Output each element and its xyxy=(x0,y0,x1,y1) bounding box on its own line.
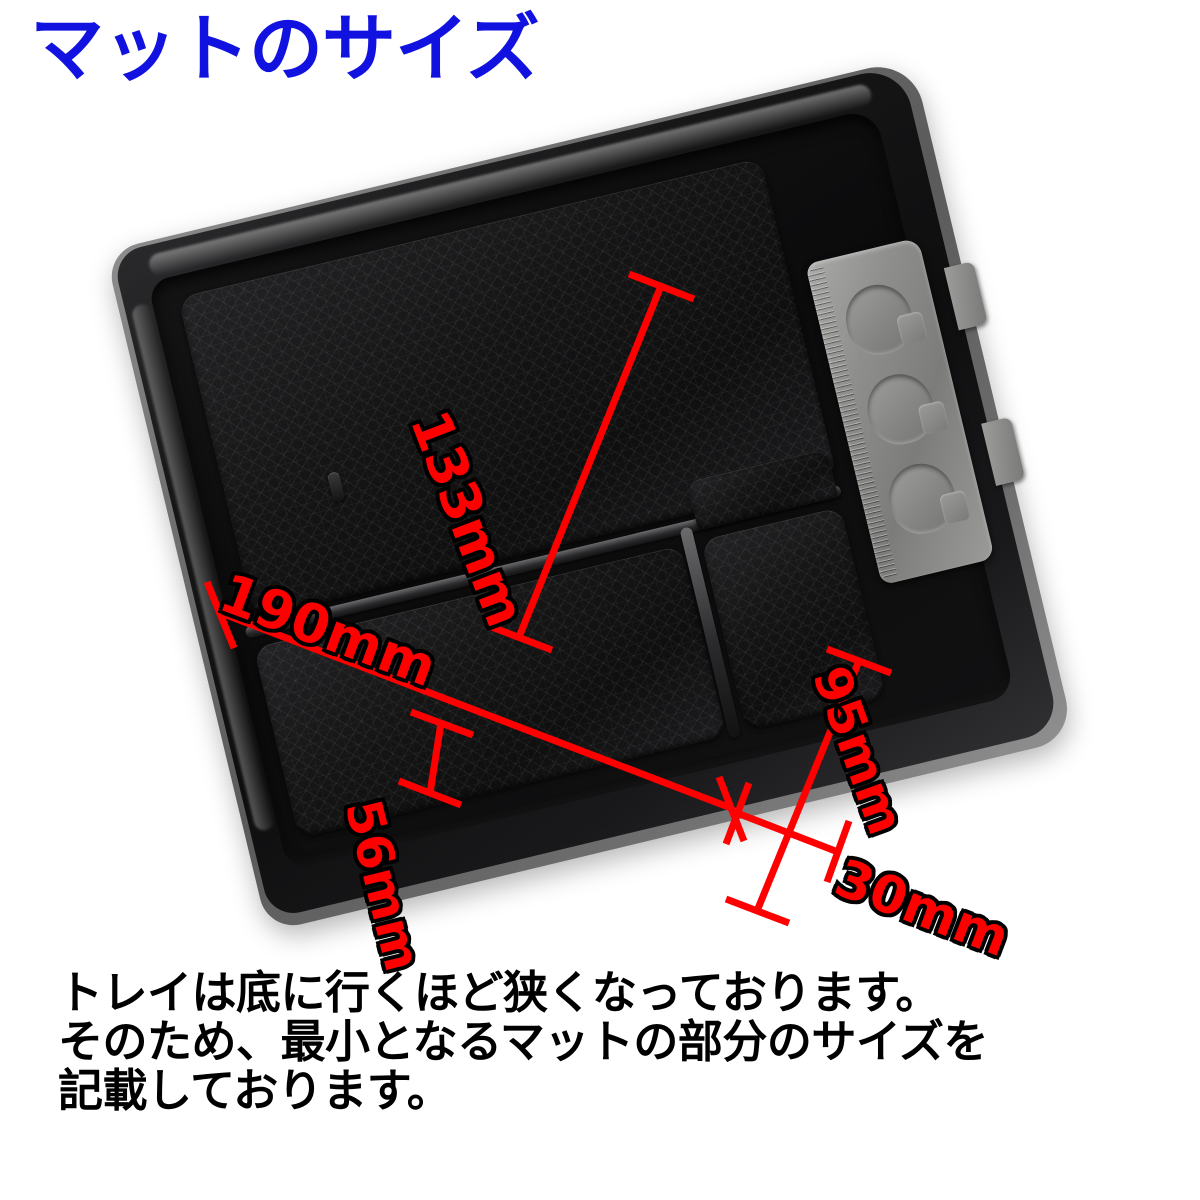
caption-line-2: そのため、最小となるマットの部分のサイズを xyxy=(58,1015,989,1068)
mat-emboss-mark xyxy=(326,471,346,504)
coin-slot-nub xyxy=(895,310,929,346)
console-tray xyxy=(104,57,1076,933)
caption-block: トレイは底に行くほど狭くなっております。 そのため、最小となるマットの部分のサイ… xyxy=(58,968,1158,1115)
caption-line-3: 記載しております。 xyxy=(58,1064,452,1117)
product-photo xyxy=(0,57,1200,960)
caption-line-1: トレイは底に行くほど狭くなっております。 xyxy=(58,966,940,1019)
page-title: マットのサイズ xyxy=(30,6,540,92)
coin-slot-nub xyxy=(938,489,972,525)
coin-slot-nub xyxy=(917,400,950,436)
